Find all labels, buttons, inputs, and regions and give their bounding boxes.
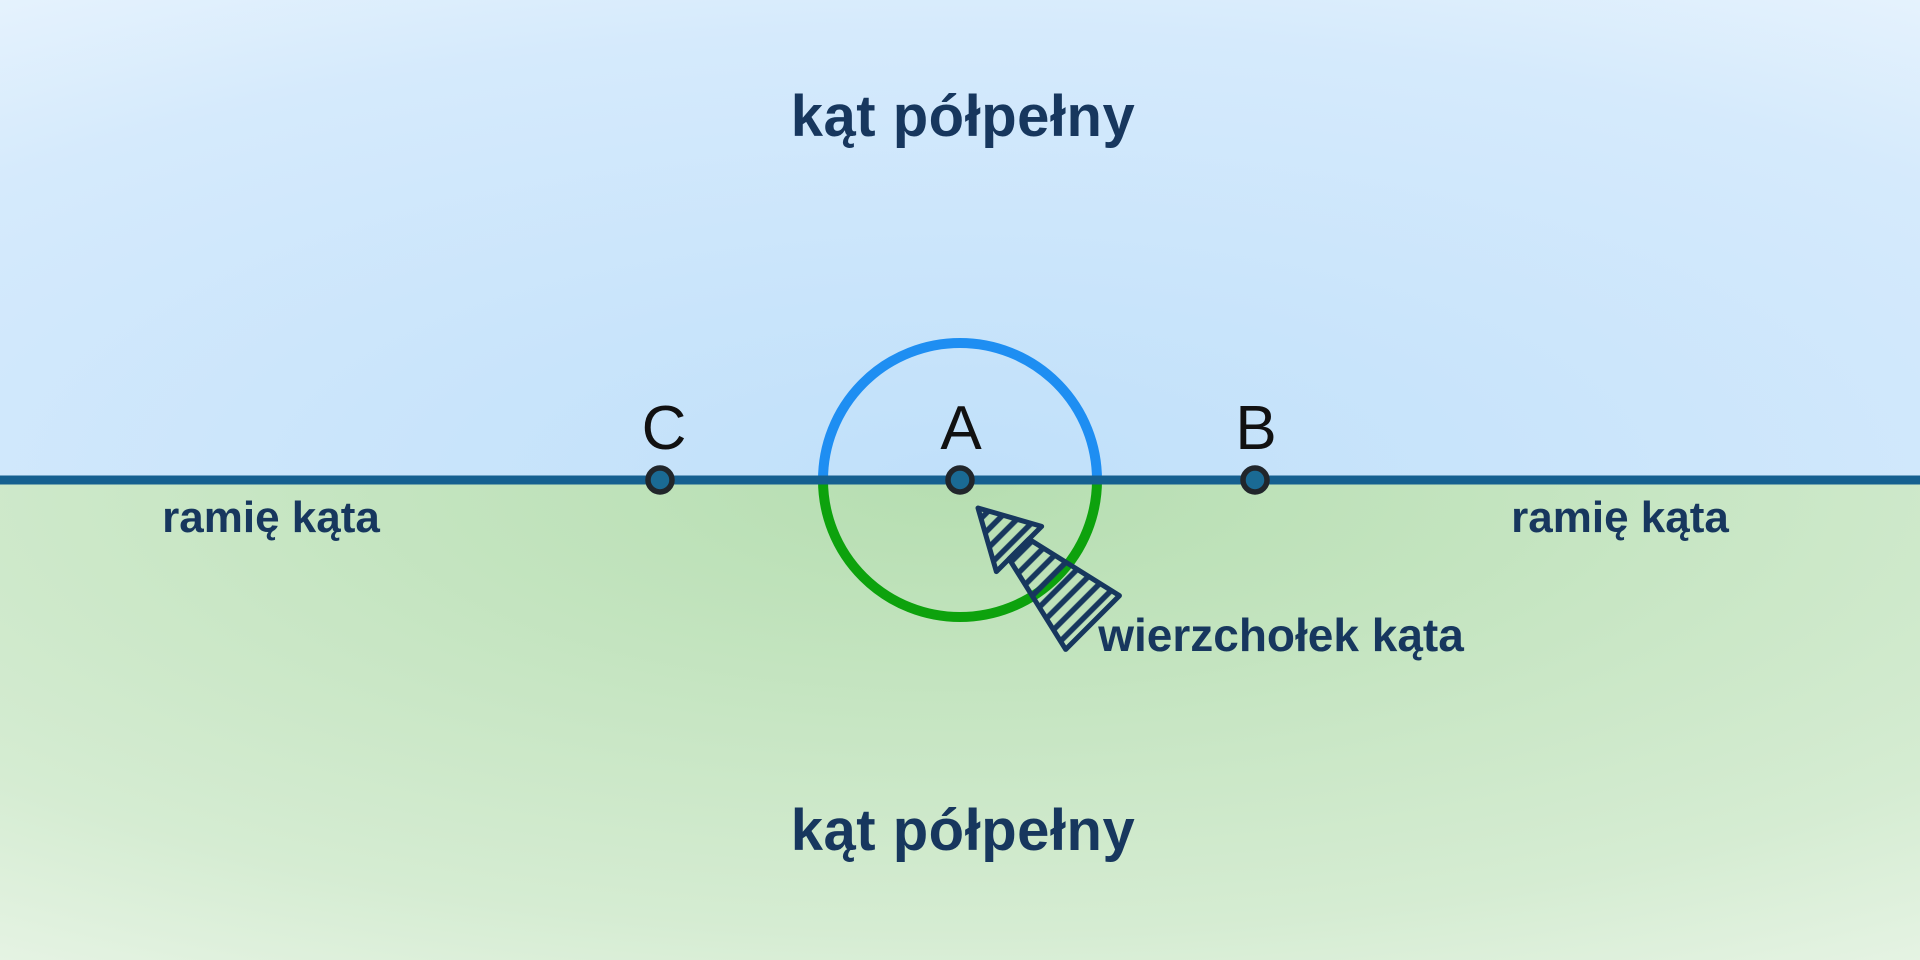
label-angle-arm-left: ramię kąta [162, 493, 380, 542]
point-dot-a [945, 465, 975, 495]
label-angle-vertex: wierzchołek kąta [1098, 609, 1464, 661]
label-angle-arm-right: ramię kąta [1511, 493, 1729, 542]
lower-half-plane-green [0, 480, 1920, 960]
upper-half-plane-blue [0, 0, 1920, 480]
point-label-c: C [641, 394, 687, 463]
point-dot-c [645, 465, 675, 495]
straight-angle-arc-top [818, 338, 1102, 481]
label-straight-angle-top: kąt półpełny [790, 84, 1136, 149]
straight-angle-arc-bottom [818, 479, 1102, 622]
point-label-a: A [940, 394, 982, 463]
point-dot-b [1240, 465, 1270, 495]
vertex-arrow-icon [975, 505, 1122, 652]
point-label-b: B [1235, 394, 1277, 463]
label-straight-angle-bottom: kąt półpełny [790, 798, 1136, 863]
